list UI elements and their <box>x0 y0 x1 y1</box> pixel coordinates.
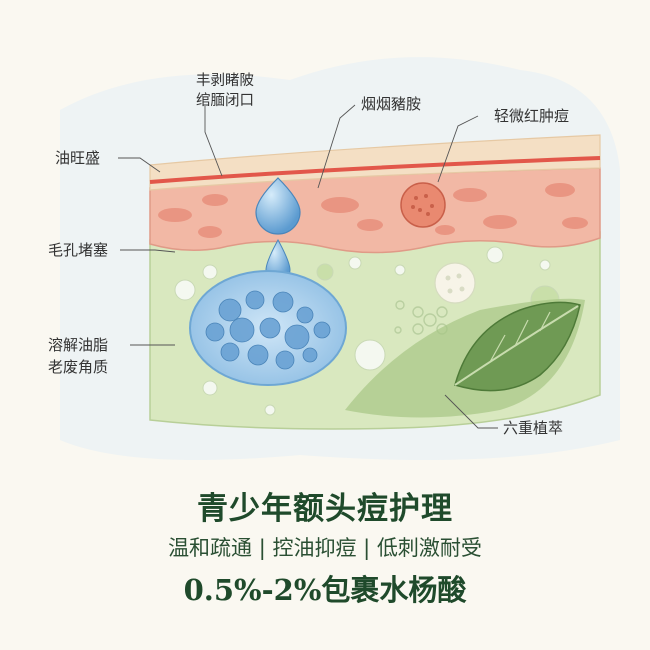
pimple-icon <box>400 182 446 228</box>
oil-line <box>149 156 601 184</box>
label-botanical: 六重植萃 <box>503 419 564 437</box>
sebum-globule-icon <box>434 262 476 304</box>
headline-tagline: 0.5%-2%包裹水杨酸 <box>183 573 467 607</box>
label-top-left: 丰剥睹陂 <box>196 73 254 89</box>
headline-title: 青少年额头痘护理 <box>197 491 453 527</box>
label-top-left-2: 绾腼闭口 <box>196 93 254 109</box>
label-dissolve: 溶解油脂 <box>48 336 109 354</box>
label-dissolve-2: 老废角质 <box>48 358 109 376</box>
epidermis-cells <box>158 183 588 238</box>
label-inflamed: 烟烟豬胺 <box>361 95 422 113</box>
label-oil: 油旺盛 <box>55 149 101 167</box>
water-droplet-icon <box>255 177 301 235</box>
leaf-icon <box>454 301 581 392</box>
headline-subtitle: 温和疏通 | 控油抑痘 | 低刺激耐受 <box>168 536 482 560</box>
dissolved-pore-pool <box>189 270 347 386</box>
label-redness: 轻微红肿痘 <box>494 107 570 125</box>
stratum-corneum-layer <box>149 134 601 191</box>
label-clogged: 毛孔堵塞 <box>48 241 109 259</box>
leader-lines <box>118 104 498 429</box>
